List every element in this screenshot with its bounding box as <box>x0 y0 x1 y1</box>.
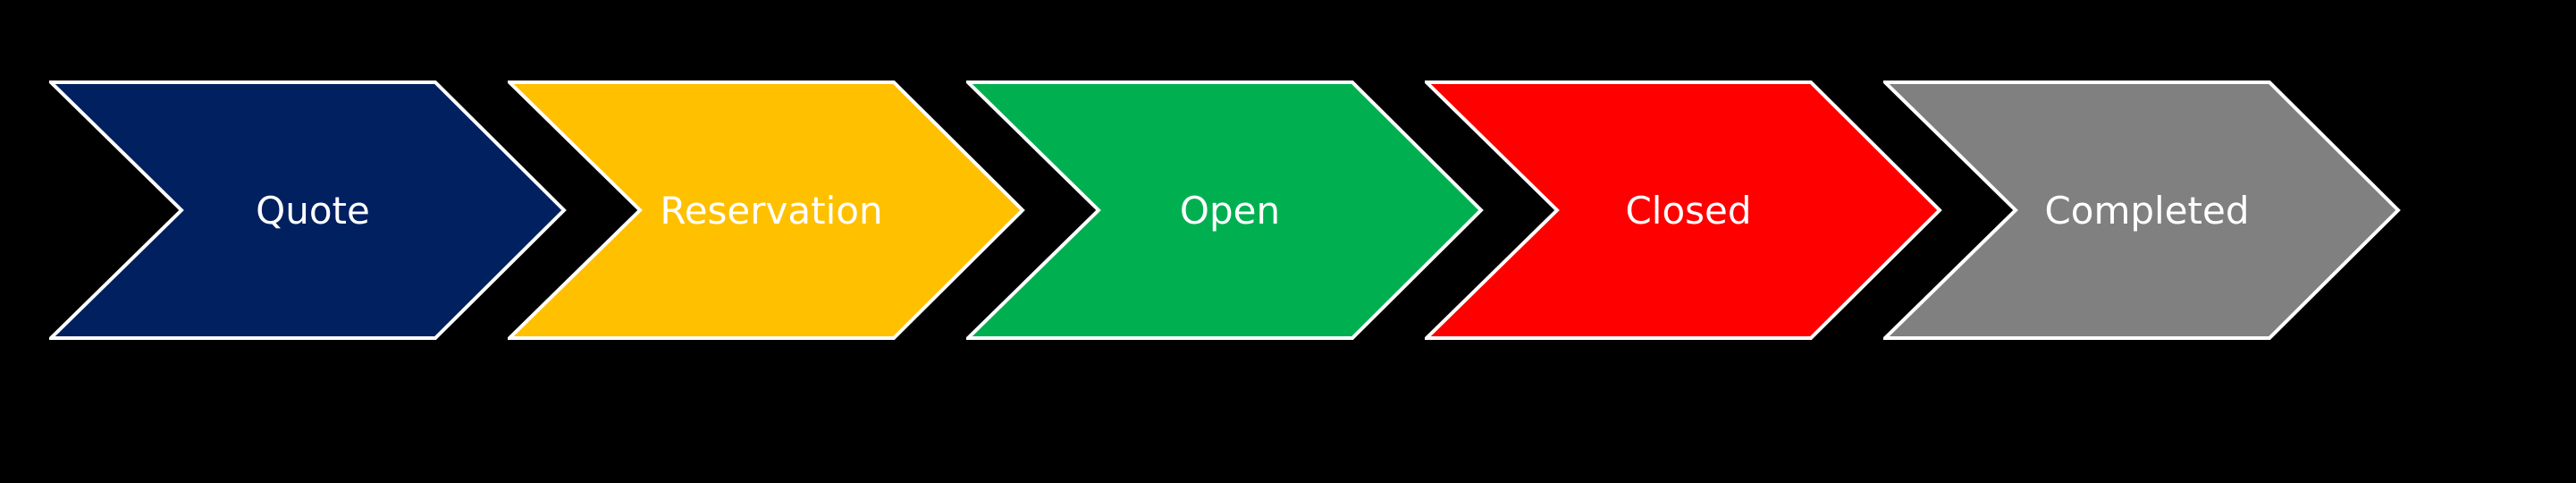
chevron-shape-icon <box>508 80 1025 340</box>
chevron-shape-icon <box>966 80 1484 340</box>
step-reservation: Reservation <box>508 80 1026 340</box>
step-label: Open <box>1179 188 1281 233</box>
step-label: Reservation <box>660 188 883 233</box>
step-label: Closed <box>1625 188 1752 233</box>
step-label: Completed <box>2044 188 2250 233</box>
step-quote: Quote <box>49 80 568 340</box>
step-open: Open <box>966 80 1485 340</box>
chevron-shape-icon <box>1425 80 1942 340</box>
chevron-shape-icon <box>1883 80 2401 340</box>
step-closed: Closed <box>1425 80 1943 340</box>
chevron-shape-icon <box>49 80 567 340</box>
step-completed: Completed <box>1883 80 2402 340</box>
step-label: Quote <box>256 188 370 233</box>
